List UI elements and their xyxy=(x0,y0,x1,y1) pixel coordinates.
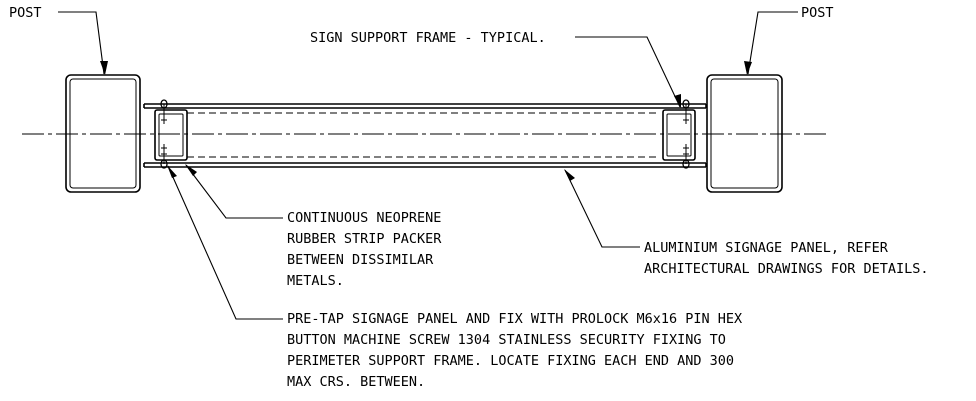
label-panel-2: ARCHITECTURAL DRAWINGS FOR DETAILS. xyxy=(644,261,928,277)
label-fixing-3: PERIMETER SUPPORT FRAME. LOCATE FIXING E… xyxy=(287,353,734,369)
fixing-screws-left xyxy=(160,99,168,169)
arrow-frame xyxy=(674,94,681,108)
label-neoprene-4: METALS. xyxy=(287,273,344,289)
leader-post-right xyxy=(747,11,798,75)
post-right xyxy=(706,74,783,193)
label-neoprene-2: RUBBER STRIP PACKER xyxy=(287,231,442,247)
label-fixing-1: PRE-TAP SIGNAGE PANEL AND FIX WITH PROLO… xyxy=(287,311,742,327)
fixing-screws-right xyxy=(682,99,690,169)
arrow-fixing xyxy=(167,165,177,178)
leader-frame xyxy=(575,36,681,108)
arrow-post-right xyxy=(744,61,752,75)
support-frame-right xyxy=(662,109,696,161)
support-frame-left xyxy=(154,109,660,161)
arrowheads xyxy=(100,61,752,181)
label-fixing-2: BUTTON MACHINE SCREW 1304 STAINLESS SECU… xyxy=(287,332,726,348)
leader-post-left xyxy=(58,11,105,75)
label-fixing-4: MAX CRS. BETWEEN. xyxy=(287,374,425,390)
label-neoprene-1: CONTINUOUS NEOPRENE xyxy=(287,210,441,226)
leader-neoprene xyxy=(185,164,283,219)
leader-fixing xyxy=(167,165,283,320)
post-left xyxy=(65,74,141,193)
arrow-panel xyxy=(564,169,575,181)
label-panel-1: ALUMINIUM SIGNAGE PANEL, REFER xyxy=(644,240,889,256)
label-neoprene-3: BETWEEN DISSIMILAR xyxy=(287,252,434,268)
leaders xyxy=(58,11,798,320)
label-post-left: POST xyxy=(9,5,42,21)
label-post-right: POST xyxy=(801,5,834,21)
arrow-neoprene xyxy=(185,164,197,176)
leader-panel xyxy=(564,169,640,248)
arrow-post-left xyxy=(100,61,108,75)
aluminium-signage-panel xyxy=(143,103,707,168)
label-sign-support-frame: SIGN SUPPORT FRAME - TYPICAL. xyxy=(310,30,546,46)
